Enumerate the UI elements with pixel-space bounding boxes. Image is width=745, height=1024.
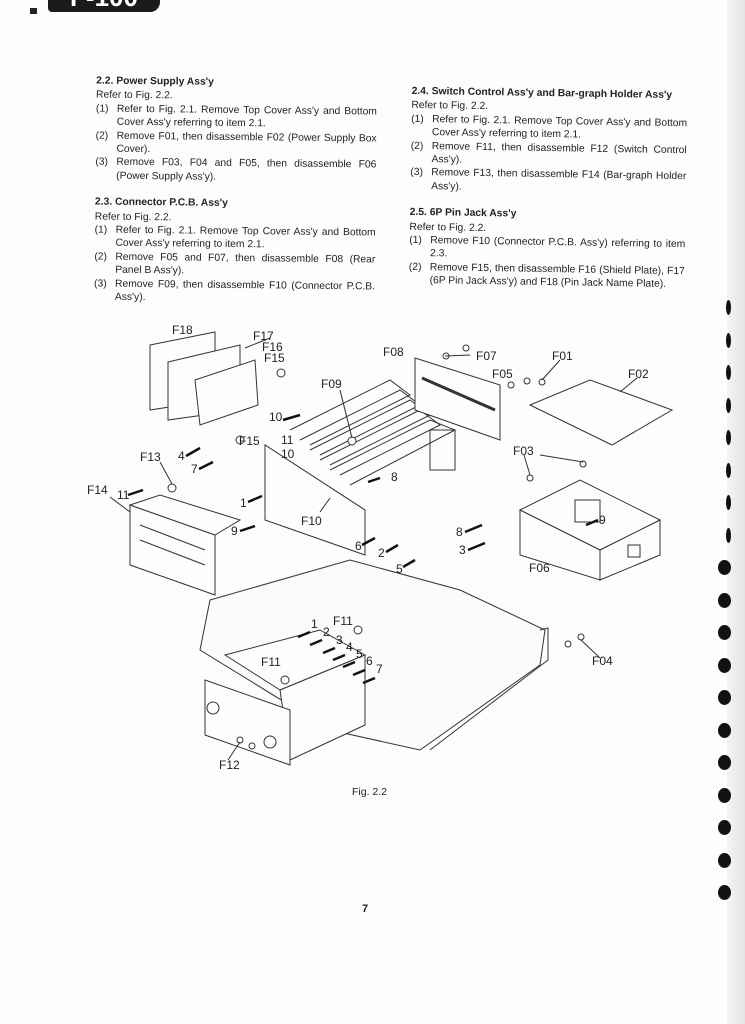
conn-num: 10 bbox=[269, 410, 283, 424]
binder-hole bbox=[726, 495, 731, 510]
conn-num: 7 bbox=[376, 662, 383, 676]
label-f01: F01 bbox=[552, 349, 573, 363]
label-f18: F18 bbox=[172, 323, 193, 337]
conn-num: 11 bbox=[281, 433, 294, 447]
label-f07: F07 bbox=[476, 349, 497, 363]
scan-mark bbox=[30, 8, 37, 14]
label-f17: F17 bbox=[253, 329, 274, 343]
binder-hole bbox=[726, 430, 731, 445]
label-f10: F10 bbox=[301, 514, 322, 528]
power-supply-cover-f02 bbox=[528, 379, 674, 446]
conn-num: 9 bbox=[599, 513, 606, 527]
label-f11b: F11 bbox=[261, 655, 281, 669]
binder-hole bbox=[718, 722, 731, 738]
shield-plate-f16 bbox=[194, 359, 259, 426]
connector-pcb-f10 bbox=[264, 379, 457, 556]
conn-num: 6 bbox=[366, 654, 373, 668]
label-f06: F06 bbox=[529, 561, 550, 575]
page-edge bbox=[727, 0, 745, 1024]
rear-panel-f08 bbox=[414, 357, 501, 441]
conn-num: 1 bbox=[240, 496, 247, 510]
conn-num: 8 bbox=[456, 525, 463, 539]
conn-num: 11 bbox=[117, 488, 130, 502]
connector-numbers: 10 11 10 4 7 1 11 9 8 6 2 5 8 3 9 1 2 3 … bbox=[117, 410, 606, 676]
part-labels: F18 F17 F16 F15 F08 F07 F05 F01 F02 F09 … bbox=[87, 323, 649, 772]
leader-lines bbox=[109, 337, 638, 761]
conn-num: 5 bbox=[396, 562, 403, 576]
label-f14: F14 bbox=[87, 483, 108, 497]
label-f15b: F15 bbox=[239, 434, 260, 448]
label-f08: F08 bbox=[383, 345, 404, 359]
conn-num: 3 bbox=[459, 543, 466, 557]
conn-num: 6 bbox=[355, 539, 362, 553]
figure-caption: Fig. 2.2 bbox=[352, 786, 388, 798]
conn-num: 5 bbox=[356, 647, 363, 661]
binder-hole bbox=[726, 332, 731, 348]
binder-hole bbox=[726, 300, 731, 315]
model-tab: F-100 bbox=[48, 0, 160, 12]
binder-hole bbox=[726, 365, 731, 380]
label-f02: F02 bbox=[628, 367, 649, 381]
label-f13: F13 bbox=[140, 450, 161, 464]
switch-control-f12 bbox=[204, 629, 367, 766]
binder-hole bbox=[726, 527, 731, 543]
conn-num: 7 bbox=[191, 462, 198, 476]
binder-hole bbox=[718, 755, 731, 770]
conn-num: 3 bbox=[336, 633, 343, 647]
label-f09: F09 bbox=[321, 377, 342, 391]
page-number: 7 bbox=[362, 903, 369, 915]
screws bbox=[167, 344, 587, 685]
conn-num: 2 bbox=[323, 625, 330, 639]
conn-num: 4 bbox=[178, 449, 185, 463]
conn-num: 9 bbox=[231, 524, 238, 538]
label-f03: F03 bbox=[513, 444, 534, 458]
label-f11a: F11 bbox=[333, 614, 353, 628]
power-supply-f06 bbox=[518, 479, 662, 581]
conn-num: 10 bbox=[281, 447, 295, 461]
binder-hole bbox=[718, 852, 731, 868]
binder-hole bbox=[726, 397, 731, 413]
label-f16: F16 bbox=[262, 340, 283, 354]
label-f04: F04 bbox=[592, 654, 613, 668]
conn-num: 8 bbox=[391, 470, 398, 484]
label-f05: F05 bbox=[492, 367, 513, 381]
conn-num: 1 bbox=[311, 617, 318, 631]
label-f12: F12 bbox=[219, 758, 240, 772]
binder-hole bbox=[718, 787, 731, 803]
binder-hole bbox=[718, 625, 731, 640]
binder-hole bbox=[718, 592, 731, 608]
conn-num: 4 bbox=[346, 640, 353, 654]
connector-arrows bbox=[127, 413, 599, 685]
conn-num: 2 bbox=[378, 546, 385, 560]
binder-hole bbox=[718, 690, 731, 705]
binder-hole bbox=[718, 885, 731, 900]
binder-hole bbox=[718, 820, 731, 835]
bargraph-holder-f14 bbox=[128, 494, 242, 596]
binder-hole bbox=[718, 657, 731, 673]
binder-hole bbox=[718, 560, 731, 575]
label-f15: F15 bbox=[264, 351, 285, 365]
chassis-rail bbox=[429, 627, 549, 751]
binder-hole bbox=[726, 462, 731, 478]
